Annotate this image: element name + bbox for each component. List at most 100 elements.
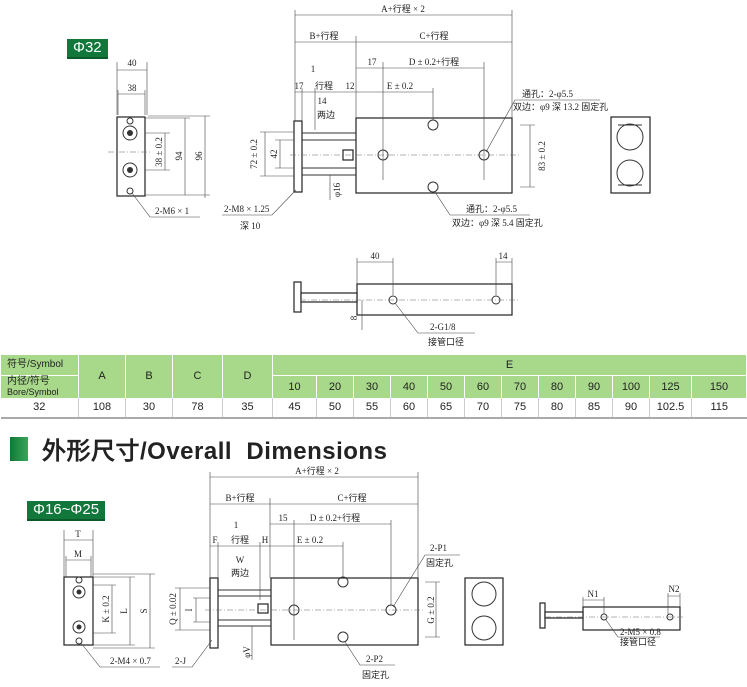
dim-c: C+行程 — [419, 30, 448, 41]
dim-hole-pitch: 38 ± 0.2 — [154, 137, 164, 167]
heading-title: 外形尺寸/Overall Dimensions — [42, 438, 388, 465]
dim-n2: N2 — [669, 584, 680, 594]
dim-b: B+行程 — [309, 30, 338, 41]
dim-q-b: Q ± 0.02 — [168, 593, 178, 625]
dim-94: 94 — [174, 151, 184, 161]
bore-label: 内径/符号 — [7, 375, 50, 387]
bottom-main-view: A+行程 × 2 B+行程 C+行程 15 D ± 0.2+行程 1 F 行程 … — [168, 465, 460, 680]
header-b: B — [125, 355, 173, 398]
dim-12: 12 — [346, 81, 355, 91]
label-1-b: 1 — [234, 520, 239, 530]
thread-label-1: 2-M8 × 1.25 — [224, 204, 270, 214]
stroke-90: 90 — [575, 375, 613, 398]
label-2p1: 2-P1 — [430, 543, 447, 553]
header-c: C — [172, 355, 223, 398]
port-label: 2-G1/8 — [430, 322, 456, 332]
stroke-125: 125 — [649, 375, 692, 398]
cell-bore: 32 — [0, 397, 79, 419]
dim-q: 72 ± 0.2 — [249, 139, 259, 169]
label-1: 1 — [311, 64, 316, 74]
dim-h: H — [262, 535, 269, 545]
dim-40: 40 — [128, 58, 138, 68]
dim-15: 15 — [279, 513, 289, 523]
top-end-view: 40 38 38 ± 0.2 94 96 2-M6 × 1 — [108, 58, 210, 218]
cell-e: 65 — [427, 397, 465, 419]
dim-d-b: D ± 0.2+行程 — [310, 512, 360, 523]
cell-e: 60 — [390, 397, 428, 419]
cell-e: 50 — [316, 397, 354, 419]
dim-rod-b: φV — [242, 646, 252, 658]
dim-b-b: B+行程 — [225, 492, 254, 503]
dim-d: D ± 0.2+行程 — [409, 56, 459, 67]
dim-g-b: G ± 0.2 — [426, 596, 436, 623]
bore-badge-32: Φ32 — [67, 39, 108, 59]
dim-17-f: 17 — [295, 81, 305, 91]
heading-marker-icon — [10, 436, 28, 461]
dim-stroke-b: 行程 — [231, 534, 249, 545]
cell-e: 45 — [272, 397, 317, 419]
stroke-30: 30 — [353, 375, 391, 398]
table-row: 32 108 30 78 35 45 50 55 60 65 70 75 80 … — [0, 397, 747, 419]
dim-a: A+行程 × 2 — [381, 3, 425, 14]
header-e: E — [272, 355, 747, 376]
stroke-150: 150 — [691, 375, 747, 398]
dim-s: S — [139, 608, 149, 613]
dim-stroke: 行程 — [315, 80, 333, 91]
cell-b: 30 — [125, 397, 173, 419]
port-note-b: 接管口径 — [620, 636, 656, 647]
dim-i: 42 — [269, 150, 279, 159]
bottom-right-end-view — [464, 577, 504, 646]
dim-i-b: I — [184, 609, 194, 612]
label-2j: 2-J — [175, 656, 186, 666]
hole-note-2b: 双边：φ9 深 5.4 固定孔 — [452, 217, 543, 228]
dim-17-d: 17 — [368, 57, 378, 67]
dim-40-side: 40 — [371, 251, 381, 261]
section-heading: 外形尺寸/Overall Dimensions — [10, 431, 387, 466]
bottom-side-view: N1 N2 2-M5 × 0.8 接管口径 — [539, 584, 685, 647]
dim-rod: φ16 — [332, 182, 342, 197]
dim-m: M — [74, 549, 82, 559]
dim-n1: N1 — [588, 589, 599, 599]
dim-14-side: 14 — [499, 251, 509, 261]
cell-d: 35 — [222, 397, 273, 419]
cell-c: 78 — [172, 397, 223, 419]
dim-a-b: A+行程 × 2 — [295, 465, 339, 476]
dim-t: T — [75, 529, 81, 539]
bottom-end-view: T M K ± 0.2 L S 2-M4 × 0.7 — [63, 529, 160, 668]
top-side-view: 40 14 8 2-G1/8 接管口径 — [293, 251, 520, 347]
label-both-sides: 两边 — [317, 110, 335, 120]
dim-g: 83 ± 0.2 — [537, 141, 547, 171]
header-symbol: 符号/Symbol — [0, 355, 79, 376]
cell-a: 108 — [78, 397, 126, 419]
dim-c-b: C+行程 — [337, 492, 366, 503]
stroke-70: 70 — [501, 375, 539, 398]
bore-badge-16-25: Φ16~Φ25 — [27, 501, 106, 521]
stroke-60: 60 — [464, 375, 502, 398]
stroke-100: 100 — [612, 375, 650, 398]
dim-l: L — [119, 608, 129, 614]
label-2p2: 2-P2 — [366, 654, 383, 664]
thread-label-bottom: 2-M4 × 0.7 — [110, 656, 151, 666]
dim-w: W — [236, 555, 245, 565]
cell-e: 90 — [612, 397, 650, 419]
label-p2-note: 固定孔 — [362, 669, 389, 680]
hole-note-1b: 双边：φ9 深 13.2 固定孔 — [513, 101, 608, 112]
hole-note-1a: 通孔：2-φ5.5 — [522, 89, 573, 99]
dim-f: F — [212, 535, 217, 545]
dim-8: 8 — [349, 315, 359, 320]
cell-e: 70 — [464, 397, 502, 419]
dim-96: 96 — [194, 151, 204, 161]
top-main-view: A+行程 × 2 B+行程 C+行程 17 D ± 0.2+行程 1 17 行程… — [222, 3, 608, 231]
label-both-sides-b: 两边 — [231, 568, 249, 578]
port-note: 接管口径 — [428, 336, 464, 347]
label-p1-note: 固定孔 — [426, 557, 453, 568]
thread-label-2: 深 10 — [240, 221, 261, 231]
dim-e: E ± 0.2 — [387, 81, 413, 91]
stroke-40: 40 — [390, 375, 428, 398]
bore-label-en: Bore/Symbol — [7, 386, 59, 397]
stroke-50: 50 — [427, 375, 465, 398]
dim-k: K ± 0.2 — [101, 595, 111, 622]
